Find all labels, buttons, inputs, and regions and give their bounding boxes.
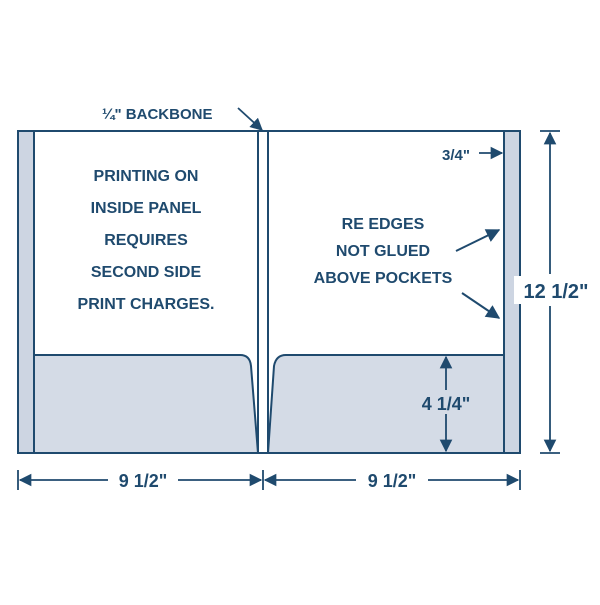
dim-right-width-label: 9 1/2" — [368, 471, 417, 491]
backbone-leader — [237, 107, 263, 131]
dim-height-label-bg — [514, 276, 598, 304]
backbone-label: ¼" BACKBONE — [102, 106, 212, 123]
right-note-line-3: ABOVE POCKETS — [314, 270, 453, 287]
dim-left-width-label: 9 1/2" — [119, 471, 168, 491]
dim-height-label: 12 1/2" — [523, 281, 588, 303]
left-note-line-2: INSIDE PANEL — [91, 200, 202, 217]
left-note-line-3: REQUIRES — [104, 232, 188, 249]
left-note-line-4: SECOND SIDE — [91, 264, 202, 281]
left-note-line-5: PRINT CHARGES. — [78, 296, 215, 313]
right-panel-note: RE EDGES NOT GLUED ABOVE POCKETS — [314, 216, 453, 287]
left-edge-strip — [17, 130, 35, 454]
dim-pocket-label-bg — [416, 390, 476, 414]
left-note-line-1: PRINTING ON — [94, 168, 199, 185]
left-pocket — [33, 354, 260, 454]
edge-arrow-upper — [455, 229, 501, 252]
backbone — [257, 130, 269, 454]
dim-pocket-height-label: 4 1/4" — [422, 394, 471, 414]
edge-arrow-lower — [461, 292, 501, 319]
right-note-line-1: RE EDGES — [342, 216, 425, 233]
left-panel-note: PRINTING ON INSIDE PANEL REQUIRES SECOND… — [78, 168, 215, 313]
dim-three-quarter-label: 3/4" — [442, 147, 470, 164]
right-note-line-2: NOT GLUED — [336, 243, 430, 260]
